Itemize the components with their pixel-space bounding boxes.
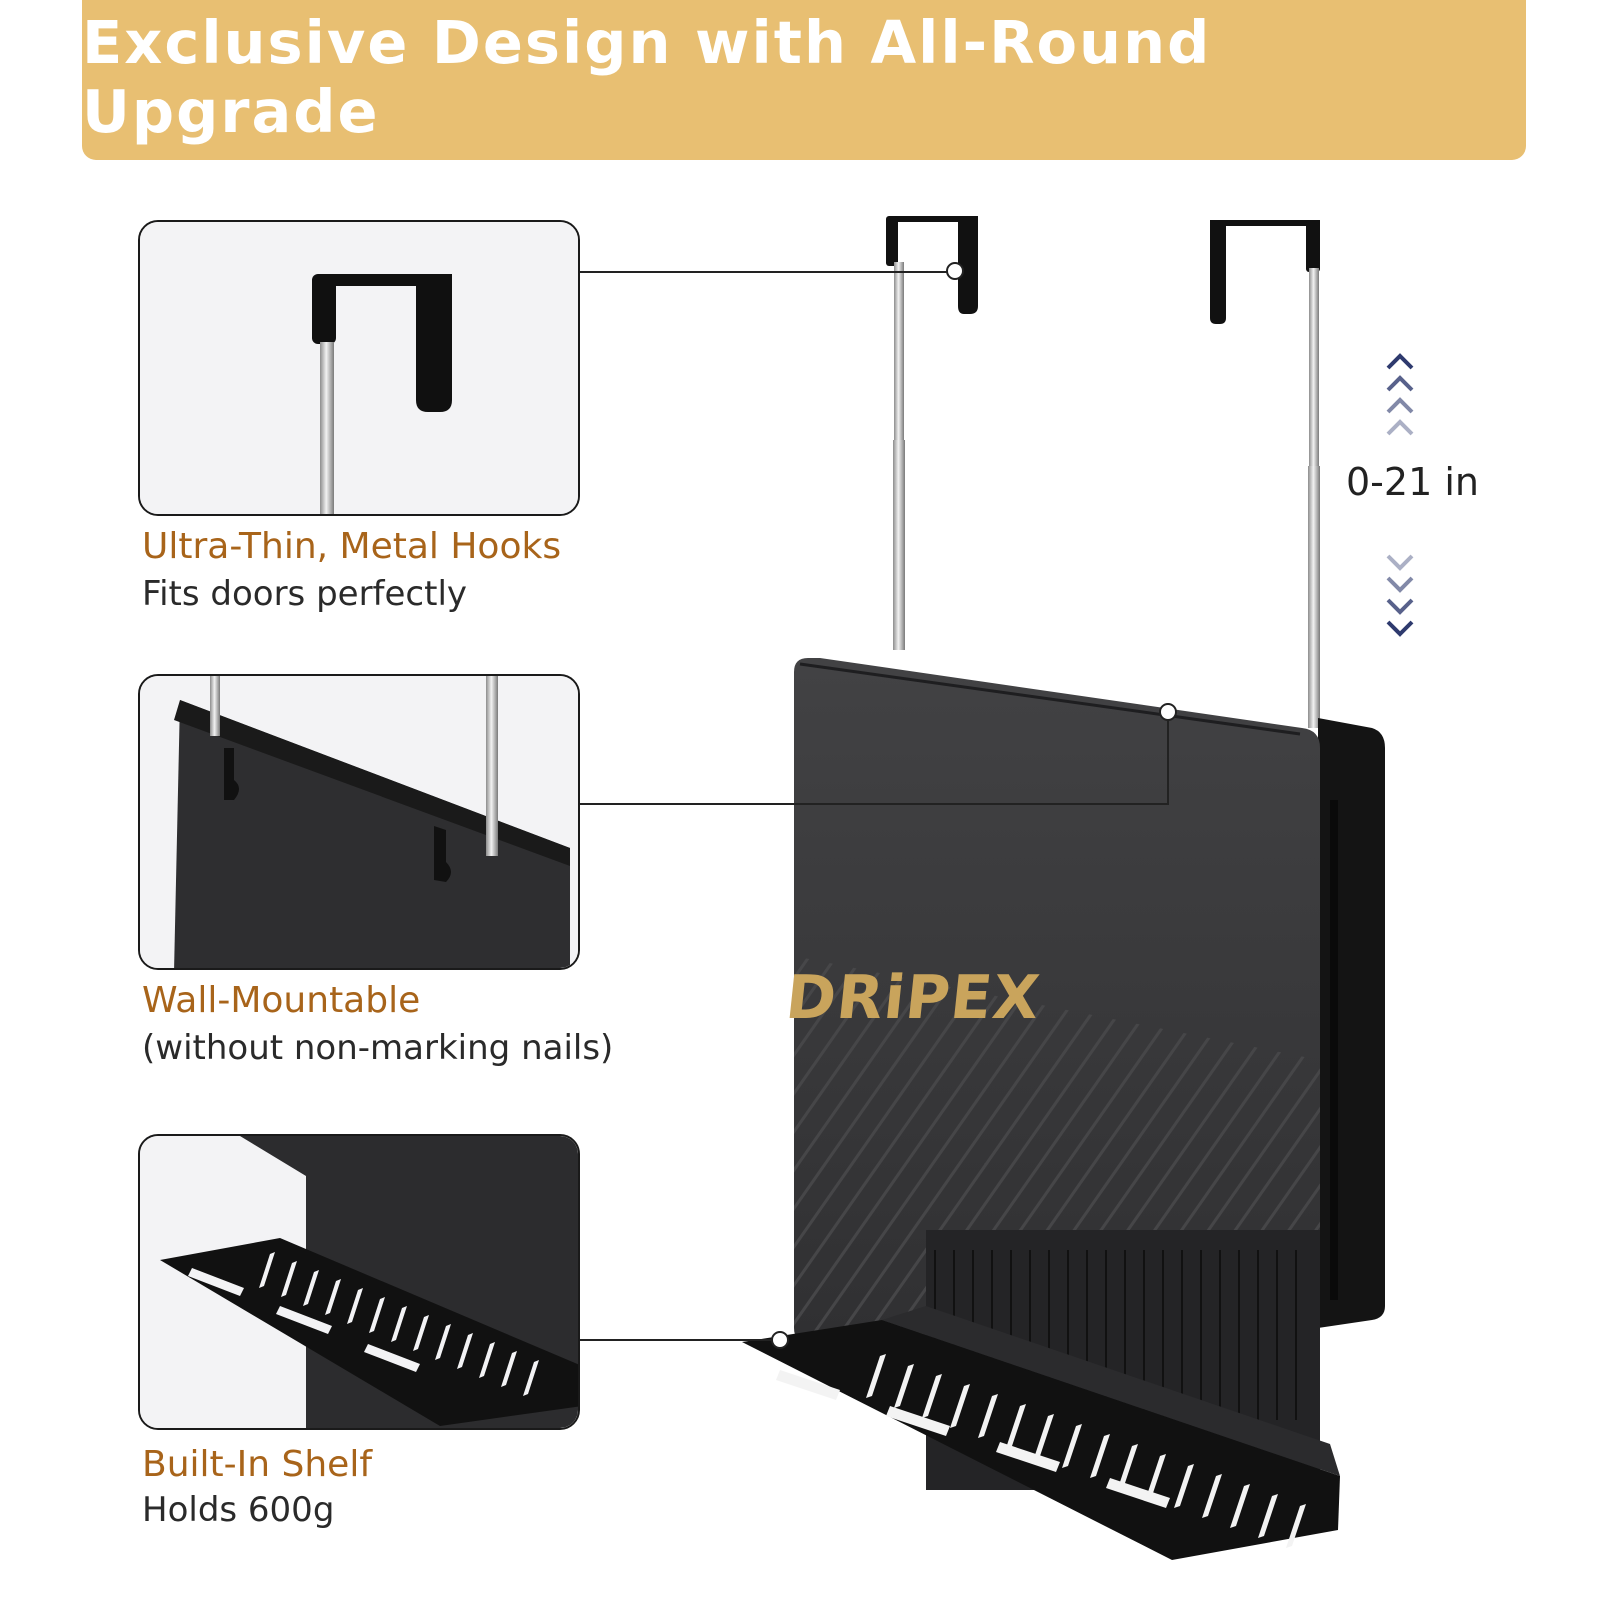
shelf-slot (369, 1297, 385, 1333)
stem-rib (1124, 1250, 1126, 1420)
shelf-slot (1146, 1454, 1166, 1498)
stem-rib (1295, 1250, 1297, 1420)
chevron-down-icon-group (1386, 554, 1414, 637)
stem-rib (1181, 1250, 1183, 1420)
shelf-slot (347, 1288, 363, 1324)
shelf-cutout (996, 1442, 1060, 1472)
chevron-down-icon (1386, 554, 1414, 571)
shelf-slot (435, 1324, 451, 1360)
feature-title-hooks: Ultra-Thin, Metal Hooks (142, 526, 562, 567)
stem-rib (1238, 1250, 1240, 1420)
shelf-slot (866, 1354, 886, 1398)
page-title: Exclusive Design with All-Round Upgrade (82, 8, 1212, 146)
stem-rib (1105, 1250, 1107, 1420)
stem-rib (1010, 1250, 1012, 1420)
hook-right (1210, 220, 1320, 324)
header-banner: Exclusive Design with All-Round Upgrade (82, 0, 1526, 160)
shelf-cutout (188, 1268, 244, 1296)
stem-rib (1048, 1250, 1050, 1420)
shelf-slot (479, 1342, 495, 1378)
shelf-slot (325, 1279, 341, 1315)
shelf-cutout (364, 1344, 420, 1372)
feature-panel-hooks (138, 220, 580, 516)
shelf-cutout (1106, 1478, 1170, 1508)
stem-rib (1029, 1250, 1031, 1420)
shelf-slot (259, 1252, 275, 1288)
shelf-slot (922, 1374, 942, 1418)
feature-subtitle-wall-mount: (without non-marking nails) (142, 1028, 614, 1068)
shelf-slot (1006, 1404, 1026, 1448)
shelf-cutout (776, 1370, 840, 1400)
shelf-slot (1202, 1474, 1222, 1518)
stem-rib (1276, 1250, 1278, 1420)
stem-rib (1257, 1250, 1259, 1420)
shelf-slot (1062, 1424, 1082, 1468)
shelf-slot (978, 1394, 998, 1438)
shelf-cutout (276, 1306, 332, 1334)
hook-closeup-image (140, 222, 578, 514)
chevron-up-icon-group (1386, 353, 1414, 436)
callout-dots (771, 262, 1177, 1349)
chevron-down-icon (1386, 620, 1414, 637)
stem-rib (1067, 1250, 1069, 1420)
shelf-slot (1286, 1504, 1306, 1548)
feature-panel-shelf (138, 1134, 580, 1430)
shelf-slot (303, 1270, 319, 1306)
shelf-slot (501, 1351, 517, 1387)
stem-rib (1200, 1250, 1202, 1420)
wall-mount-closeup-image (140, 676, 578, 968)
chevron-up-icon (1386, 397, 1414, 414)
shelf-slot (1118, 1444, 1138, 1488)
feature-title-shelf: Built-In Shelf (142, 1444, 372, 1485)
shelf-slot (281, 1261, 297, 1297)
telescopic-rod-right (1308, 268, 1320, 728)
feature-title-wall-mount: Wall-Mountable (142, 980, 421, 1021)
callout-lines (580, 271, 1169, 1341)
feature-subtitle-shelf: Holds 600g (142, 1490, 335, 1530)
shelf-slot (391, 1306, 407, 1342)
chevron-up-icon (1386, 375, 1414, 392)
brand-logo: DRiPEX (783, 963, 1044, 1033)
chevron-down-icon (1386, 598, 1414, 615)
shelf-slot (1230, 1484, 1250, 1528)
stem-rib (1086, 1250, 1088, 1420)
feature-subtitle-hooks: Fits doors perfectly (142, 574, 468, 614)
shelf-closeup-image (140, 1136, 578, 1428)
shelf-slot (1034, 1414, 1054, 1458)
chevron-down-icon (1386, 576, 1414, 593)
shelf-slot (894, 1364, 914, 1408)
stem-rib (1162, 1250, 1164, 1420)
shelf-slot (950, 1384, 970, 1428)
shelf-slot (1174, 1464, 1194, 1508)
feature-panel-wall-mount (138, 674, 580, 970)
shelf-slot (457, 1333, 473, 1369)
shelf-slot (413, 1315, 429, 1351)
adjust-range-label: 0-21 in (1346, 460, 1479, 504)
shelf-cutout (886, 1406, 950, 1436)
shelf-slot (523, 1360, 539, 1396)
chevron-up-icon (1386, 353, 1414, 370)
stem-rib (1219, 1250, 1221, 1420)
shelf-slot (1258, 1494, 1278, 1538)
telescopic-rod-left (893, 262, 905, 650)
chevron-up-icon (1386, 419, 1414, 436)
holder-side (1318, 718, 1385, 1328)
shelf-slot (1090, 1434, 1110, 1478)
stem-rib (1143, 1250, 1145, 1420)
